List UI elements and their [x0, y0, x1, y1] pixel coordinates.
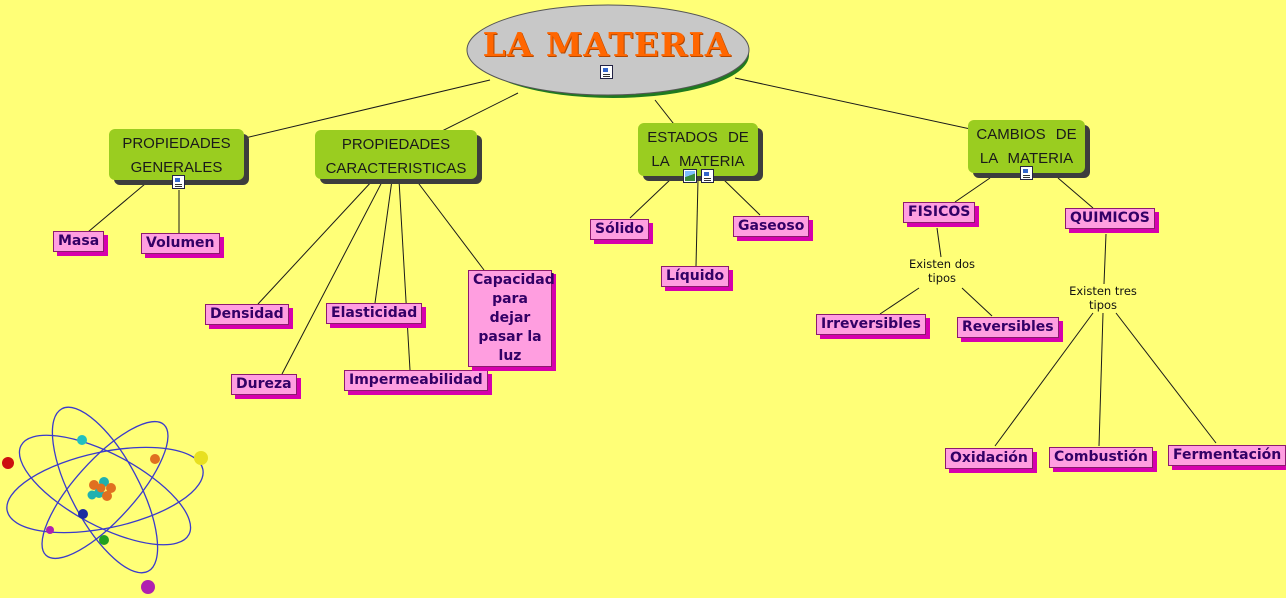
concept-reversibles[interactable]: Reversibles: [957, 317, 1059, 338]
concept-masa[interactable]: Masa: [53, 231, 105, 252]
document-icon[interactable]: [172, 175, 185, 189]
atom-illustration: [2, 406, 208, 594]
concept-densidad[interactable]: Densidad: [205, 304, 289, 325]
concept-dureza[interactable]: Dureza: [231, 374, 297, 395]
category-cambios-materia[interactable]: CAMBIOS DE LA MATERIA: [968, 120, 1085, 173]
concept-capacidad-luz[interactable]: Capacidad para dejar pasar la luz: [468, 270, 555, 367]
document-icon[interactable]: [701, 169, 714, 183]
linking-phrase-dos-tipos: Existen dos tipos: [908, 257, 976, 285]
concept-oxidacion[interactable]: Oxidación: [945, 448, 1033, 469]
category-label: PROPIEDADES CARACTERISTICAS: [325, 136, 467, 177]
category-propiedades-generales[interactable]: PROPIEDADES GENERALES: [109, 129, 244, 180]
concept-fisicos[interactable]: FISICOS: [903, 202, 976, 223]
concept-fermentacion[interactable]: Fermentación: [1168, 445, 1286, 466]
concept-volumen[interactable]: Volumen: [141, 233, 220, 254]
concept-elasticidad[interactable]: Elasticidad: [326, 303, 423, 324]
document-icon[interactable]: [600, 65, 613, 79]
concept-liquido[interactable]: Líquido: [661, 266, 730, 287]
concept-quimicos[interactable]: QUIMICOS: [1065, 208, 1155, 229]
category-estados-materia[interactable]: ESTADOS DE LA MATERIA: [638, 123, 758, 176]
category-label: PROPIEDADES GENERALES: [122, 135, 231, 176]
concept-impermeabilidad[interactable]: Impermeabilidad: [344, 370, 488, 391]
category-label: ESTADOS DE LA MATERIA: [647, 129, 749, 170]
category-label: CAMBIOS DE LA MATERIA: [976, 126, 1077, 167]
concept-gaseoso[interactable]: Gaseoso: [733, 216, 810, 237]
root-title: LA MATERIA: [482, 25, 732, 64]
concept-combustion[interactable]: Combustión: [1049, 447, 1153, 468]
concept-solido[interactable]: Sólido: [590, 219, 649, 240]
linking-phrase-tres-tipos: Existen tres tipos: [1069, 284, 1137, 312]
root-ellipse: [466, 4, 750, 98]
document-icon[interactable]: [1020, 166, 1033, 180]
category-propiedades-caracteristicas[interactable]: PROPIEDADES CARACTERISTICAS: [315, 130, 477, 179]
concept-irreversibles[interactable]: Irreversibles: [816, 314, 926, 335]
image-icon[interactable]: [683, 169, 697, 183]
